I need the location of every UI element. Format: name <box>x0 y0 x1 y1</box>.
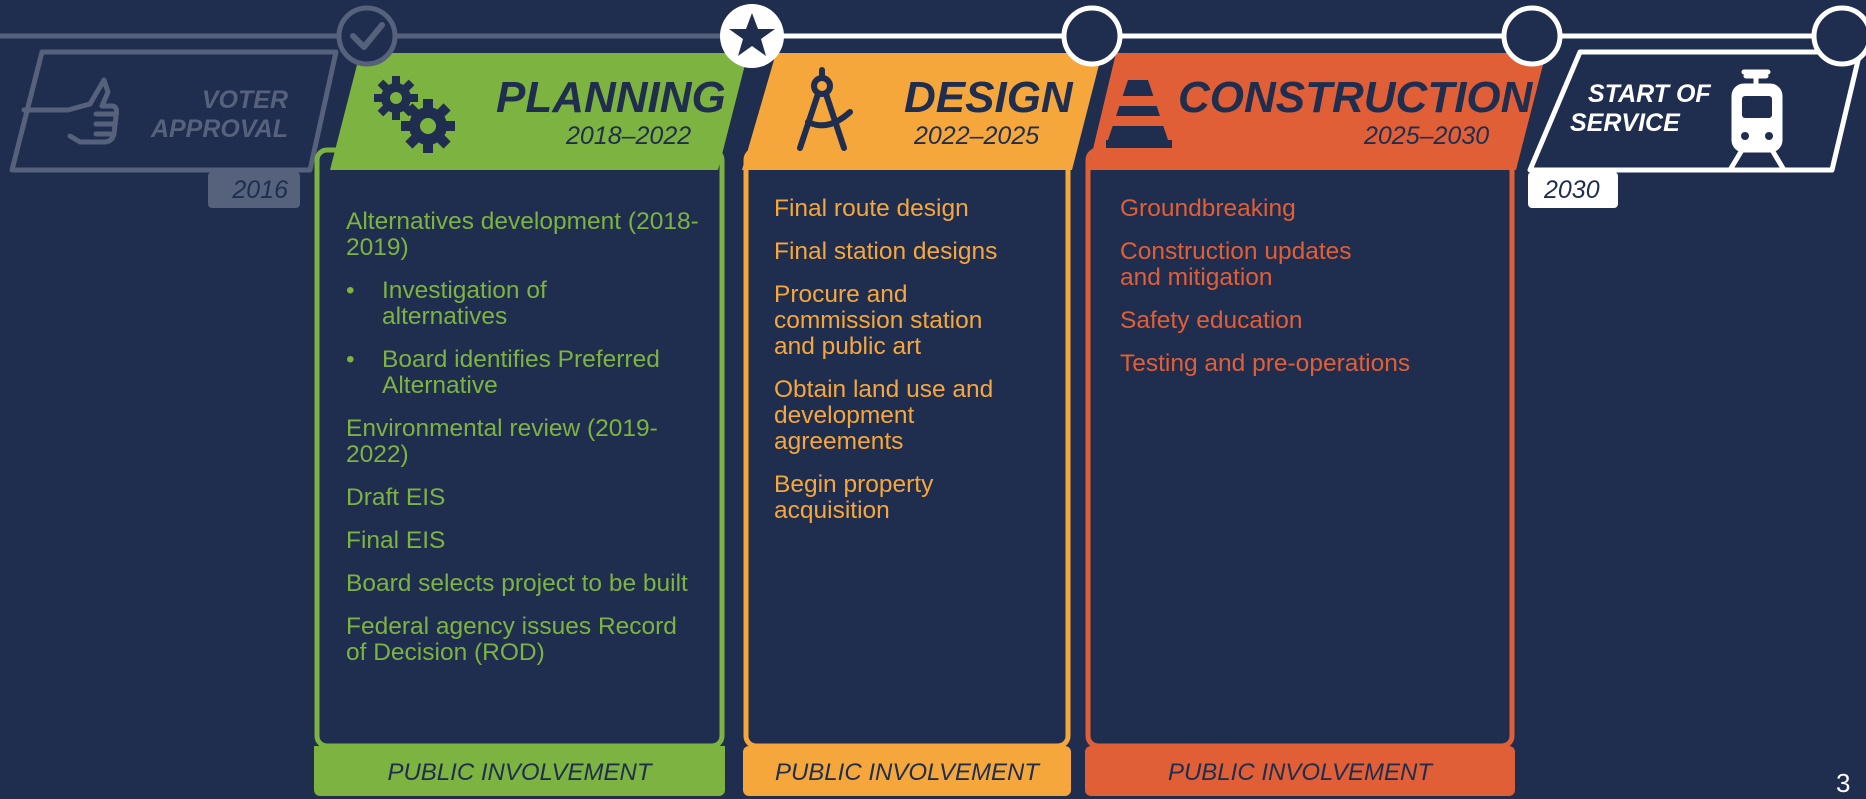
construction-panel <box>1085 53 1546 796</box>
list-item: Safety education <box>1120 307 1303 334</box>
drafting-compass-icon <box>797 67 853 151</box>
planning-title: PLANNING <box>496 73 726 122</box>
design-items: Final route design Final station designs… <box>774 196 1024 541</box>
train-icon <box>1727 69 1787 173</box>
start-of-service-label: START OF SERVICE <box>1570 80 1730 138</box>
voter-approval-card <box>9 49 339 208</box>
planning-years: 2018–2022 <box>566 122 692 150</box>
list-item: Final route design <box>774 195 969 222</box>
construction-items: Groundbreaking Construction updates and … <box>1120 196 1500 394</box>
list-item: Alternatives development (2018-2019) <box>346 208 699 261</box>
list-item: Obtain land use and development agreemen… <box>774 376 994 455</box>
gears-icon <box>374 76 455 153</box>
service-label-line2: SERVICE <box>1570 109 1680 137</box>
traffic-cone-icon <box>1106 80 1172 148</box>
planning-public-involvement: PUBLIC INVOLVEMENT <box>387 759 652 786</box>
design-years: 2022–2025 <box>914 122 1040 150</box>
planning-panel <box>314 53 748 796</box>
start-of-service-year: 2030 <box>1544 176 1600 204</box>
page-number: 3 <box>1836 768 1851 798</box>
voter-approval-label: VOTER APPROVAL <box>120 86 288 144</box>
voter-label-line1: VOTER <box>201 86 288 114</box>
list-item: Construction updates and mitigation <box>1120 238 1352 291</box>
voter-label-line2: APPROVAL <box>150 115 288 143</box>
thumbs-up-icon <box>21 77 119 145</box>
voter-approval-year: 2016 <box>232 176 288 204</box>
list-item: Procure and commission station and publi… <box>774 281 983 360</box>
construction-title: CONSTRUCTION <box>1178 73 1533 122</box>
list-item: Groundbreaking <box>1120 195 1296 222</box>
list-item: Final EIS <box>346 527 446 554</box>
star-circle-marker <box>720 4 784 68</box>
list-item: Environmental review (2019-2022) <box>346 415 658 468</box>
service-label-line1: START OF <box>1588 80 1711 108</box>
list-item: Testing and pre-operations <box>1120 350 1411 377</box>
design-title: DESIGN <box>904 73 1073 122</box>
check-circle-marker <box>336 5 398 67</box>
planning-items: Alternatives development (2018-2019) Inv… <box>346 209 702 683</box>
list-item: Board identifies Preferred Alternative <box>346 347 702 399</box>
list-item: Final station designs <box>774 238 998 265</box>
construction-years: 2025–2030 <box>1364 122 1490 150</box>
list-item: Investigation of alternatives <box>346 278 582 330</box>
start-of-service-card <box>1527 49 1863 208</box>
list-item: Board selects project to be built <box>346 570 688 597</box>
construction-public-involvement: PUBLIC INVOLVEMENT <box>1167 759 1433 786</box>
list-item: Begin property acquisition <box>774 471 934 524</box>
list-item: Draft EIS <box>346 484 446 511</box>
design-public-involvement: PUBLIC INVOLVEMENT <box>774 759 1040 786</box>
list-item: Federal agency issues Record of Decision… <box>346 613 677 666</box>
